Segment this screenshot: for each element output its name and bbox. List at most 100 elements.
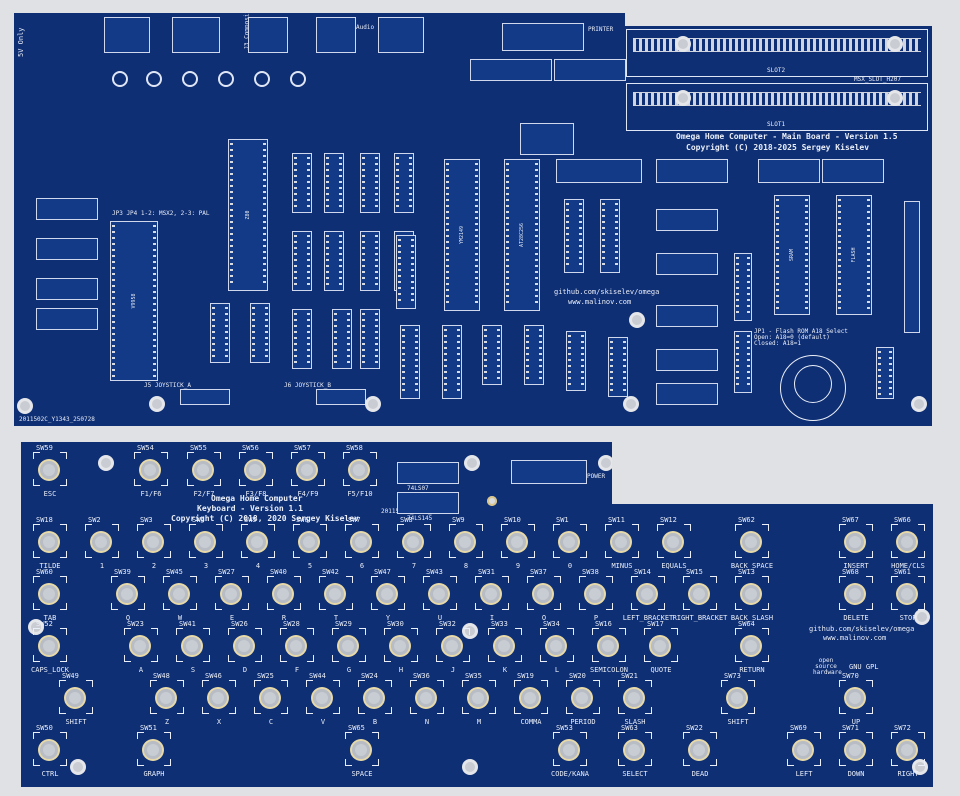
key-legend: F4/F9 (297, 490, 319, 498)
key-legend: B (372, 718, 378, 726)
resistor-network (36, 198, 98, 220)
key-legend: K (502, 666, 508, 674)
key-legend: SELECT (622, 770, 648, 778)
switch-id: SW53 (556, 724, 573, 732)
ic-u1 (397, 462, 459, 484)
mounting-hole (678, 39, 688, 49)
switch-id: SW45 (166, 568, 183, 576)
mounting-hole (31, 622, 41, 632)
voltage-note: 5V Only (17, 27, 25, 57)
ic-horizontal (554, 59, 626, 81)
ic-dip14 (734, 331, 752, 393)
key-legend: F (294, 666, 300, 674)
slot1: SLOT1 (626, 83, 928, 131)
switch-id: SW51 (140, 724, 157, 732)
key-legend: COMMA (520, 718, 542, 726)
joystick-b-header (316, 389, 366, 405)
key-legend: A (138, 666, 144, 674)
battery-cell (794, 365, 832, 403)
ic-horizontal (656, 253, 718, 275)
joystick-a-header (180, 389, 230, 405)
switch-id: SW14 (634, 568, 651, 576)
key-legend: D (242, 666, 248, 674)
ic-dip40: Z80 (228, 139, 268, 291)
key-legend: F3/F8 (245, 490, 267, 498)
keyboard-url: github.com/skiselev/omega (809, 625, 915, 633)
switch-id: SW58 (346, 444, 363, 452)
ic-dip32: FLASH (836, 195, 872, 315)
switch-id: SW31 (478, 568, 495, 576)
switch-id: SW41 (179, 620, 196, 628)
ic-dip32: SRAM (774, 195, 810, 315)
switch-id: SW70 (842, 672, 859, 680)
switch-id: SW25 (257, 672, 274, 680)
switch-id: SW16 (595, 620, 612, 628)
power-led (487, 496, 497, 506)
ic-horizontal (656, 305, 718, 327)
ic-dip14 (360, 153, 380, 213)
key-legend: BACK_SLASH (730, 614, 774, 622)
switch-id: SW13 (738, 568, 755, 576)
key-legend: SHIFT (65, 718, 87, 726)
main-board-copyright: Copyright (C) 2018-2025 Sergey Kiselev (686, 143, 870, 152)
slot2: SLOT2 (626, 29, 928, 77)
ohw-logo-text: open source hardware (813, 657, 842, 676)
key-legend: R (281, 614, 287, 622)
switch-id: SW65 (348, 724, 365, 732)
main-site: www.malinov.com (568, 298, 632, 306)
mounting-hole (465, 762, 475, 772)
key-legend: TILDE (39, 562, 61, 570)
switch-id: SW23 (127, 620, 144, 628)
composite-connector (248, 17, 288, 53)
key-legend: V (320, 718, 326, 726)
key-legend: L (554, 666, 560, 674)
key-legend: HOME/CLS (891, 562, 925, 570)
key-legend: O (541, 614, 547, 622)
ic-dip14 (210, 303, 230, 363)
switch-id: SW57 (294, 444, 311, 452)
key-legend: UP (851, 718, 861, 726)
key-legend: S (190, 666, 196, 674)
key-legend: QUOTE (650, 666, 672, 674)
switch-id: SW54 (137, 444, 154, 452)
mounting-hole (152, 399, 162, 409)
main-board-title: Omega Home Computer - Main Board - Versi… (676, 132, 898, 141)
ic-dip14 (360, 231, 380, 291)
switch-id: SW17 (647, 620, 664, 628)
key-legend: RIGHT_BRACKET (672, 614, 728, 622)
switch-id: SW56 (242, 444, 259, 452)
mounting-hole (101, 458, 111, 468)
key-legend: I (489, 614, 495, 622)
mounting-hole (915, 762, 925, 772)
ic-dip8 (876, 347, 894, 399)
key-legend: H (398, 666, 404, 674)
mounting-hole (914, 399, 924, 409)
gpl-text: GNU GPL (849, 663, 879, 671)
battery-holder (780, 355, 846, 421)
key-legend: ESC (43, 490, 57, 498)
key-legend: LEFT_BRACKET (622, 614, 674, 622)
switch-id: SW61 (894, 568, 911, 576)
switch-id: SW2 (88, 516, 101, 524)
ic-dip14 (292, 153, 312, 213)
audio-connector (316, 17, 356, 53)
switch-id: SW12 (660, 516, 677, 524)
capacitor (112, 71, 128, 87)
switch-id: SW48 (153, 672, 170, 680)
key-legend: Z (164, 718, 170, 726)
keyboard-title: Omega Home Computer (211, 494, 303, 503)
key-legend: LEFT (795, 770, 813, 778)
key-legend: RETURN (739, 666, 765, 674)
switch-id: SW30 (387, 620, 404, 628)
switch-id: SW6 (296, 516, 309, 524)
key-legend: C (268, 718, 274, 726)
switch-id: SW66 (894, 516, 911, 524)
switch-id: SW69 (790, 724, 807, 732)
key-legend: DEAD (691, 770, 709, 778)
ic-horizontal (758, 159, 820, 183)
key-legend: CTRL (41, 770, 59, 778)
switch-id: SW11 (608, 516, 625, 524)
ic-dip20 (400, 325, 420, 399)
key-legend: SHIFT (727, 718, 749, 726)
capacitor (254, 71, 270, 87)
